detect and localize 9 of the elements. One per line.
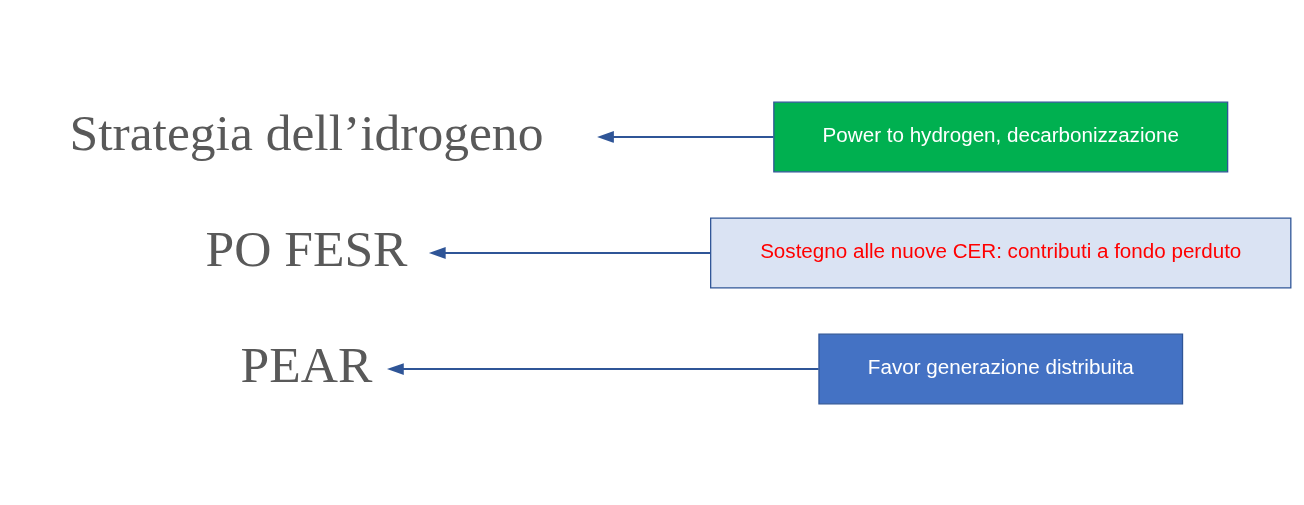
arrow	[387, 362, 820, 375]
node-text: PEAR	[240, 335, 373, 393]
arrow	[597, 130, 775, 143]
node-box: Sostegno alle nuove CER: contributi a fondo perduto	[710, 217, 1292, 288]
node-text: PO FESR	[205, 219, 408, 277]
arrow	[428, 246, 712, 259]
node-box: Favor generazione distribuita	[818, 333, 1184, 404]
node-box: Power to hydrogen, decarbonizzazione	[773, 101, 1229, 172]
node-text: Strategia dell’idrogeno	[69, 103, 544, 161]
